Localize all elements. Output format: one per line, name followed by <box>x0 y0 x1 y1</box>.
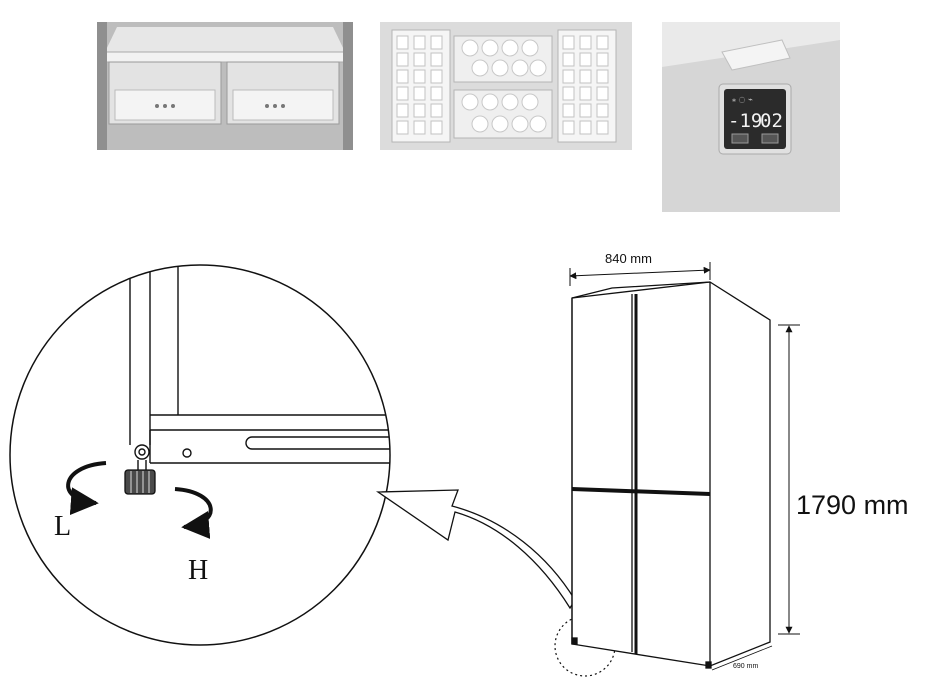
ice-cube-cell <box>396 69 409 84</box>
fridge-outline-icon <box>571 281 771 669</box>
ice-cube-cell <box>579 86 592 101</box>
ice-round-cell <box>461 93 479 111</box>
ice-cube-cell <box>562 120 575 135</box>
ice-cube-cell <box>579 69 592 84</box>
ice-cube-cell <box>430 69 443 84</box>
ice-cube-cell <box>430 120 443 135</box>
ice-cube-cell <box>596 35 609 50</box>
ice-round-cell <box>481 93 499 111</box>
ice-cube-cell <box>579 35 592 50</box>
ice-cube-cell <box>579 120 592 135</box>
ice-cube-cell <box>430 86 443 101</box>
ice-round-cell <box>471 115 489 133</box>
foot-raise-label: H <box>188 555 208 586</box>
ice-round-cell <box>471 59 489 77</box>
ice-round-cell <box>529 59 547 77</box>
ice-round-cell <box>461 39 479 57</box>
ice-round-cell <box>501 39 519 57</box>
width-dimension-label: 840 mm <box>605 251 652 266</box>
ice-round-cell <box>491 59 509 77</box>
crisper-drawers-icon <box>97 22 353 150</box>
svg-text:⁎ ◌ ⌁: ⁎ ◌ ⌁ <box>732 95 753 104</box>
ice-cube-cell <box>413 103 426 118</box>
adjustable-foot-icon <box>124 469 156 495</box>
display-readout-right: 02 <box>760 110 783 132</box>
ice-cube-cell <box>596 86 609 101</box>
rotate-arrow-icon <box>66 461 107 516</box>
ice-round-cell <box>521 93 539 111</box>
ice-round-cell <box>501 93 519 111</box>
ice-cube-cell <box>413 52 426 67</box>
installation-diagram: L H 840 mm 1790 mm 690 mm <box>9 251 909 677</box>
ice-cube-cell <box>413 86 426 101</box>
ice-cube-cell <box>396 120 409 135</box>
ice-cube-cell <box>562 69 575 84</box>
ice-cube-cell <box>596 52 609 67</box>
ice-cube-cell <box>596 103 609 118</box>
ice-cube-cell <box>579 103 592 118</box>
crisper-drawers-photo <box>97 22 353 150</box>
ice-round-cell <box>491 115 509 133</box>
rotate-arrow-icon <box>174 487 213 539</box>
ice-cube-cell <box>430 103 443 118</box>
height-dimension-label: 1790 mm <box>796 490 909 520</box>
ice-cube-cell <box>562 103 575 118</box>
leader-arrow <box>375 489 576 610</box>
ice-cube-cell <box>396 35 409 50</box>
depth-dimension-label: 690 mm <box>733 663 758 670</box>
ice-cube-cell <box>562 52 575 67</box>
ice-cube-cell <box>396 86 409 101</box>
ice-cube-cell <box>413 120 426 135</box>
foot-detail-magnifier: L H <box>9 264 391 646</box>
ice-cube-cell <box>396 103 409 118</box>
ice-cube-cell <box>562 86 575 101</box>
ice-cube-cell <box>596 69 609 84</box>
temperature-display-icon: ⁎ ◌ ⌁ -19 02 <box>662 22 840 212</box>
ice-round-cell <box>521 39 539 57</box>
ice-cube-cell <box>579 52 592 67</box>
ice-cube-cell <box>430 35 443 50</box>
ice-round-cell <box>481 39 499 57</box>
ice-cube-cell <box>596 120 609 135</box>
ice-cube-cell <box>413 35 426 50</box>
ice-cube-cell <box>562 35 575 50</box>
foot-lower-label: L <box>54 511 71 542</box>
ice-round-cell <box>511 59 529 77</box>
ice-round-cell <box>511 115 529 133</box>
display-readout-left: -19 <box>728 110 762 132</box>
ice-cube-cell <box>430 52 443 67</box>
ice-cube-cell <box>396 52 409 67</box>
ice-cube-cell <box>413 69 426 84</box>
ice-tray-photo <box>380 22 632 150</box>
ice-round-cell <box>529 115 547 133</box>
temperature-display-photo: ⁎ ◌ ⌁ -19 02 <box>662 22 840 212</box>
ice-tray-icon <box>380 22 632 150</box>
